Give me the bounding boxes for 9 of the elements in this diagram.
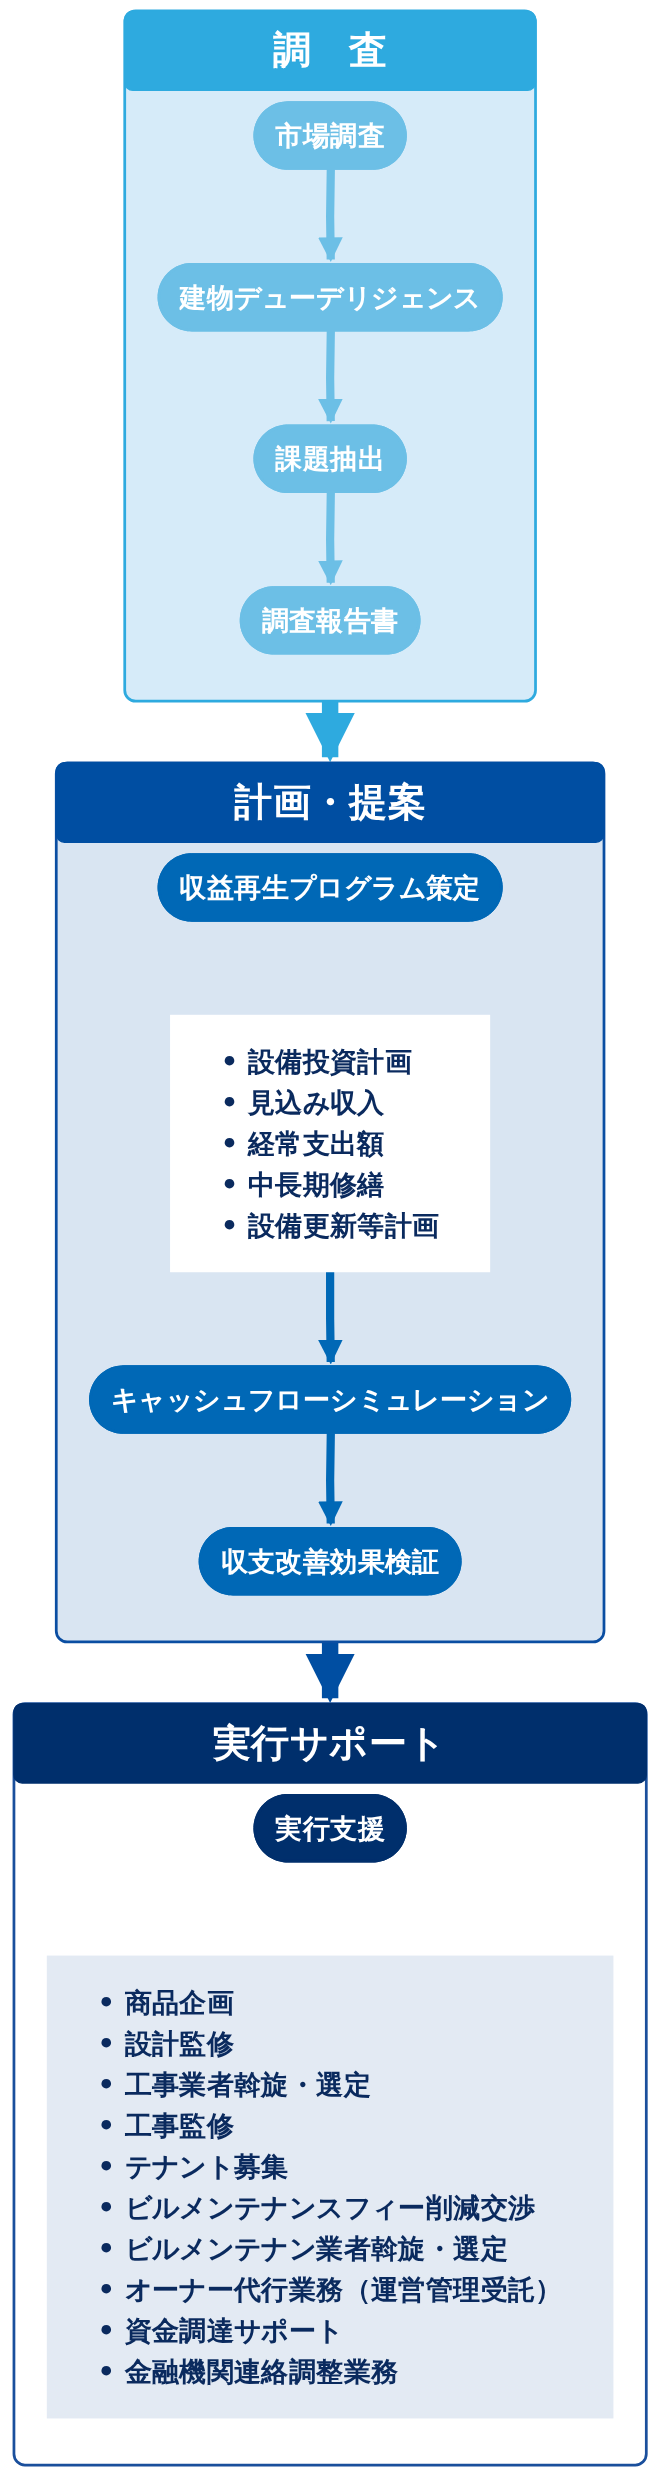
arrow xyxy=(317,1433,343,1526)
arrow xyxy=(317,330,343,424)
arrow xyxy=(317,492,343,586)
arrow xyxy=(317,1270,343,1365)
arrow xyxy=(317,169,343,262)
node-box: • 設備投資計画 • 見込み収入 • 経常支出額 • 中長期修繕 • 設備更新等計画 xyxy=(169,1014,491,1273)
node-box: • 商品企画 • 設計監修 • 工事業者斡旋・選定 • 工事監修 • テナント募集 • ビルメンテナンスフィー削減交渉 • ビルメンテナン業者斡旋・選定 • オーナー代行業務（運営管理受託） • 資金調達サポート • 金融機関連絡調整業務 xyxy=(46,1955,614,2419)
arrow xyxy=(305,701,355,763)
arrow xyxy=(305,1642,355,1704)
